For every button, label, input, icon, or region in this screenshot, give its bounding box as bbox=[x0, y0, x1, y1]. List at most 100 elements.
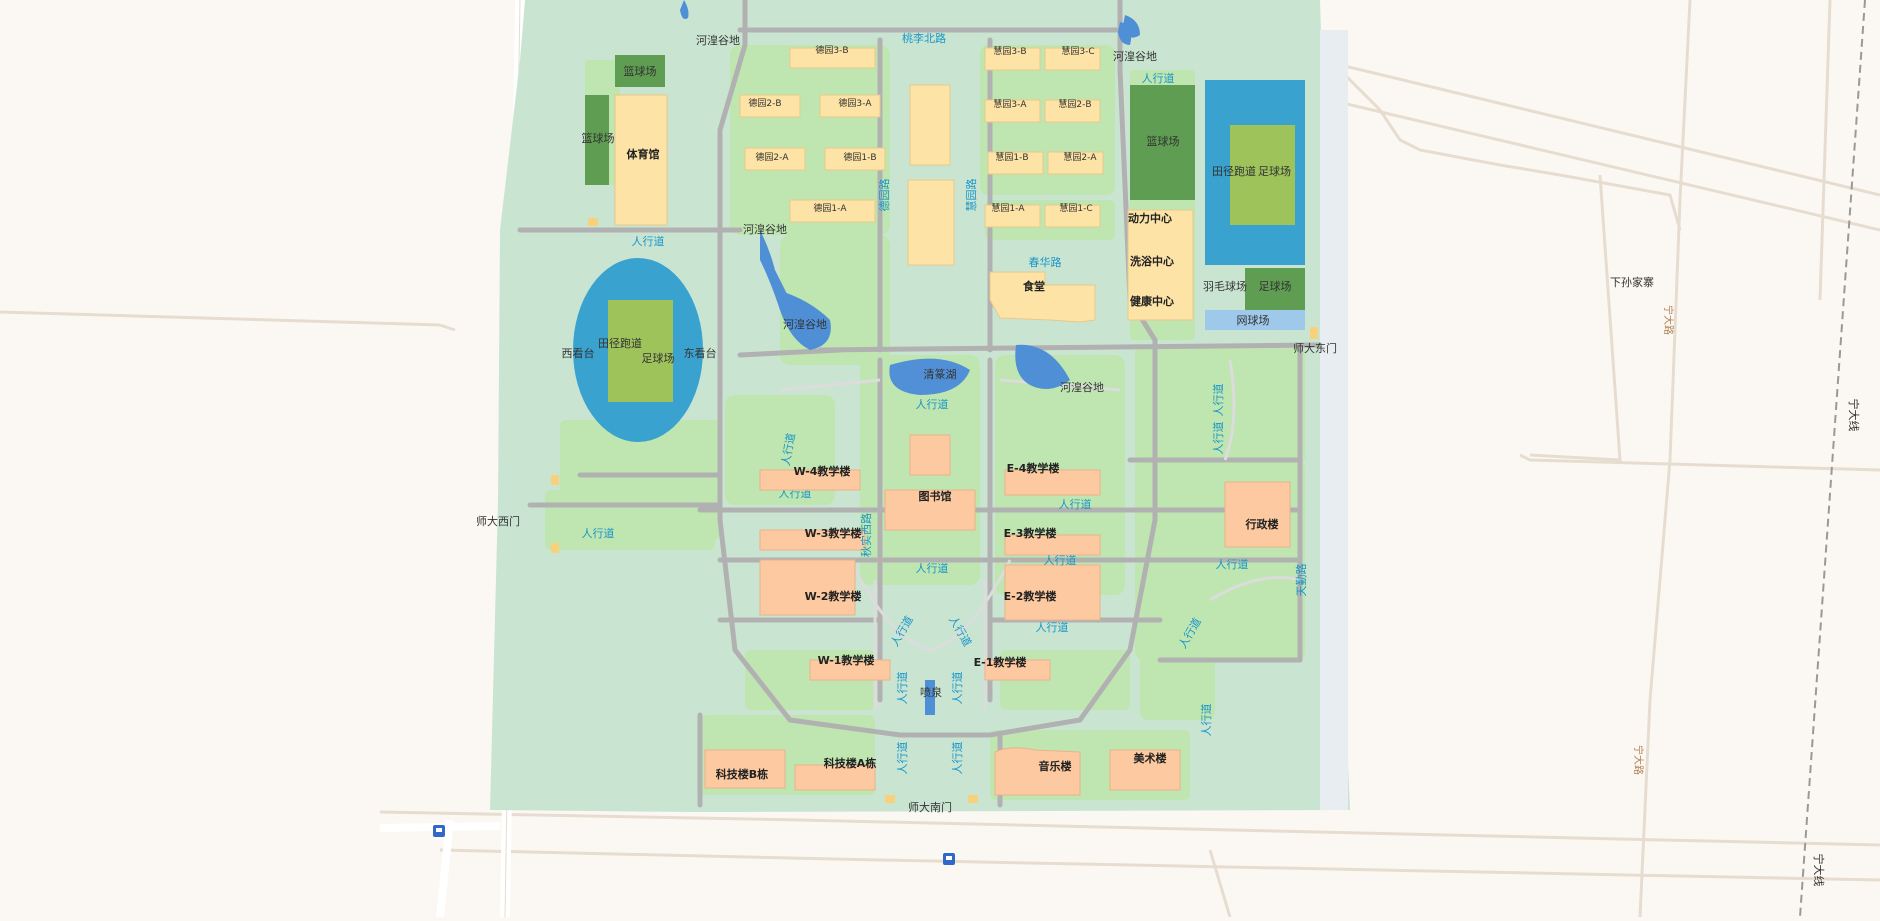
walkway-e2-label: 人行道 bbox=[1044, 553, 1077, 567]
dy3b-label: 德园3-B bbox=[815, 44, 848, 56]
walkway-e6-label: 人行道 bbox=[1036, 620, 1069, 634]
basketball-court-w bbox=[585, 95, 609, 185]
wetland-top-label: 河湟谷地 bbox=[696, 34, 740, 47]
music-label[interactable]: 音乐楼 bbox=[1039, 759, 1072, 773]
huiyuan-dorms bbox=[984, 47, 1104, 228]
bus-stop-icon[interactable] bbox=[943, 853, 955, 865]
football-e-label: 足球场 bbox=[1258, 164, 1291, 178]
dy2b-label: 德园2-B bbox=[748, 97, 781, 109]
canteen[interactable] bbox=[989, 271, 1096, 323]
ningda-railway bbox=[1799, 0, 1866, 918]
west-stand-label: 西看台 bbox=[562, 346, 595, 360]
bus-stop-icon[interactable] bbox=[433, 825, 445, 837]
gym[interactable] bbox=[614, 94, 668, 226]
walkway-ne-label: 人行道 bbox=[1142, 71, 1175, 85]
teaching-buildings bbox=[704, 434, 1181, 796]
dy1a-label: 德园1-A bbox=[813, 202, 847, 214]
walkway-lake-label: 人行道 bbox=[916, 397, 949, 411]
tech-b-label[interactable]: 科技楼B栋 bbox=[716, 767, 768, 781]
football-w-label: 足球场 bbox=[642, 351, 675, 365]
hy2a-label: 慧园2-A bbox=[1063, 151, 1097, 163]
hy1b-label: 慧园1-B bbox=[995, 151, 1028, 163]
power-center-label: 动力中心 bbox=[1128, 211, 1172, 225]
wetland-center-label: 河湟谷地 bbox=[1060, 381, 1104, 394]
football-field-e bbox=[1230, 125, 1295, 225]
wetland-ne-label: 河湟谷地 bbox=[1113, 50, 1157, 63]
bath-center-label: 洗浴中心 bbox=[1130, 254, 1174, 268]
fountain-label: 喷泉 bbox=[920, 685, 942, 699]
qiushi-road-label: 秋实西路 bbox=[859, 513, 873, 557]
tianshan-road-label: 天勤路 bbox=[1295, 564, 1308, 597]
badminton-label: 羽毛球场 bbox=[1203, 279, 1247, 293]
deyuan-road-label: 德园路 bbox=[877, 179, 891, 212]
village-label: 下孙家寨 bbox=[1610, 275, 1654, 289]
hy1a-label: 慧园1-A bbox=[991, 202, 1025, 214]
tech-a-label[interactable]: 科技楼A栋 bbox=[824, 756, 877, 770]
basketball-court-e bbox=[1130, 85, 1195, 200]
east-strip bbox=[1320, 30, 1348, 810]
service-centers bbox=[1127, 209, 1194, 321]
deyuan-dorms bbox=[739, 47, 886, 223]
e4-label[interactable]: E-4教学楼 bbox=[1007, 461, 1060, 475]
w3-label[interactable]: W-3教学楼 bbox=[805, 526, 862, 540]
walkway-s2-label: 人行道 bbox=[950, 672, 964, 705]
football-e2-label: 足球场 bbox=[1259, 279, 1292, 293]
dy1b-label: 德园1-B bbox=[843, 151, 876, 163]
hy3b-label: 慧园3-B bbox=[993, 45, 1026, 57]
tennis-court bbox=[1205, 310, 1305, 330]
basketball-court-e-label: 篮球场 bbox=[1147, 134, 1180, 148]
track-e-label: 田径跑道 bbox=[1212, 164, 1256, 178]
walkway-west-label: 人行道 bbox=[582, 526, 615, 540]
east-gate-label[interactable]: 师大东门 bbox=[1293, 341, 1337, 355]
ningda-line-2-label: 宁大线 bbox=[1812, 854, 1826, 887]
walkway-w1-label: 人行道 bbox=[778, 432, 798, 467]
w2-label[interactable]: W-2教学楼 bbox=[805, 589, 862, 603]
e3-label[interactable]: E-3教学楼 bbox=[1004, 526, 1057, 540]
ningda-line-1-label: 宁大线 bbox=[1847, 399, 1861, 432]
football-field-w bbox=[608, 300, 673, 402]
taoli-north-road-label: 桃李北路 bbox=[902, 31, 946, 45]
gate-marker-icon bbox=[551, 218, 1318, 803]
walkway-e1-label: 人行道 bbox=[1059, 497, 1092, 511]
walkway-e5-label: 人行道 bbox=[1211, 422, 1225, 455]
library-label[interactable]: 图书馆 bbox=[919, 489, 952, 503]
west-gate-label[interactable]: 师大西门 bbox=[476, 514, 520, 528]
walkway-e3-label: 人行道 bbox=[1216, 557, 1249, 571]
south-gate-label[interactable]: 师大南门 bbox=[908, 800, 952, 814]
walkway-se-label: 人行道 bbox=[1199, 704, 1213, 737]
walkway-s3-label: 人行道 bbox=[895, 742, 909, 775]
admin-building[interactable] bbox=[1224, 481, 1291, 548]
dy2a-label: 德园2-A bbox=[755, 151, 789, 163]
wetland-mid-label: 河湟谷地 bbox=[743, 223, 787, 236]
walkway-s1-label: 人行道 bbox=[895, 672, 909, 705]
e2-label[interactable]: E-2教学楼 bbox=[1004, 589, 1057, 603]
central-buildings bbox=[907, 84, 955, 266]
e1-label[interactable]: E-1教学楼 bbox=[974, 655, 1027, 669]
tennis-label: 网球场 bbox=[1237, 313, 1270, 327]
hy3a-label: 慧园3-A bbox=[993, 98, 1027, 110]
ningda-road-2-label: 宁大路 bbox=[1632, 745, 1645, 775]
admin-label: 行政楼 bbox=[1245, 517, 1279, 531]
hy1c-label: 慧园1-C bbox=[1059, 202, 1092, 214]
chunhua-road-label: 春华路 bbox=[1029, 255, 1062, 269]
health-center-label: 健康中心 bbox=[1130, 294, 1174, 308]
track-w-label: 田径跑道 bbox=[598, 336, 642, 350]
football-field-e2 bbox=[1245, 268, 1305, 310]
walkway-e4-label: 人行道 bbox=[1211, 384, 1225, 417]
walkway-c-label: 人行道 bbox=[916, 561, 949, 575]
basketball-court-nw bbox=[615, 55, 665, 87]
gym-label: 体育馆 bbox=[627, 147, 660, 161]
water-bodies bbox=[680, 0, 1140, 715]
ningda-road-1-label: 宁大路 bbox=[1662, 305, 1675, 335]
qingyuan-lake-label: 清篆湖 bbox=[924, 367, 957, 381]
basketball-court-w-label: 篮球场 bbox=[582, 131, 615, 145]
wetland-lower-label: 河湟谷地 bbox=[783, 318, 827, 331]
art-label[interactable]: 美术楼 bbox=[1134, 751, 1167, 765]
w4-label[interactable]: W-4教学楼 bbox=[794, 464, 851, 478]
basketball-court-nw-label: 篮球场 bbox=[624, 64, 657, 78]
dy3a-label: 德园3-A bbox=[838, 97, 872, 109]
w1-label[interactable]: W-1教学楼 bbox=[818, 653, 875, 667]
hy3c-label: 慧园3-C bbox=[1061, 45, 1094, 57]
